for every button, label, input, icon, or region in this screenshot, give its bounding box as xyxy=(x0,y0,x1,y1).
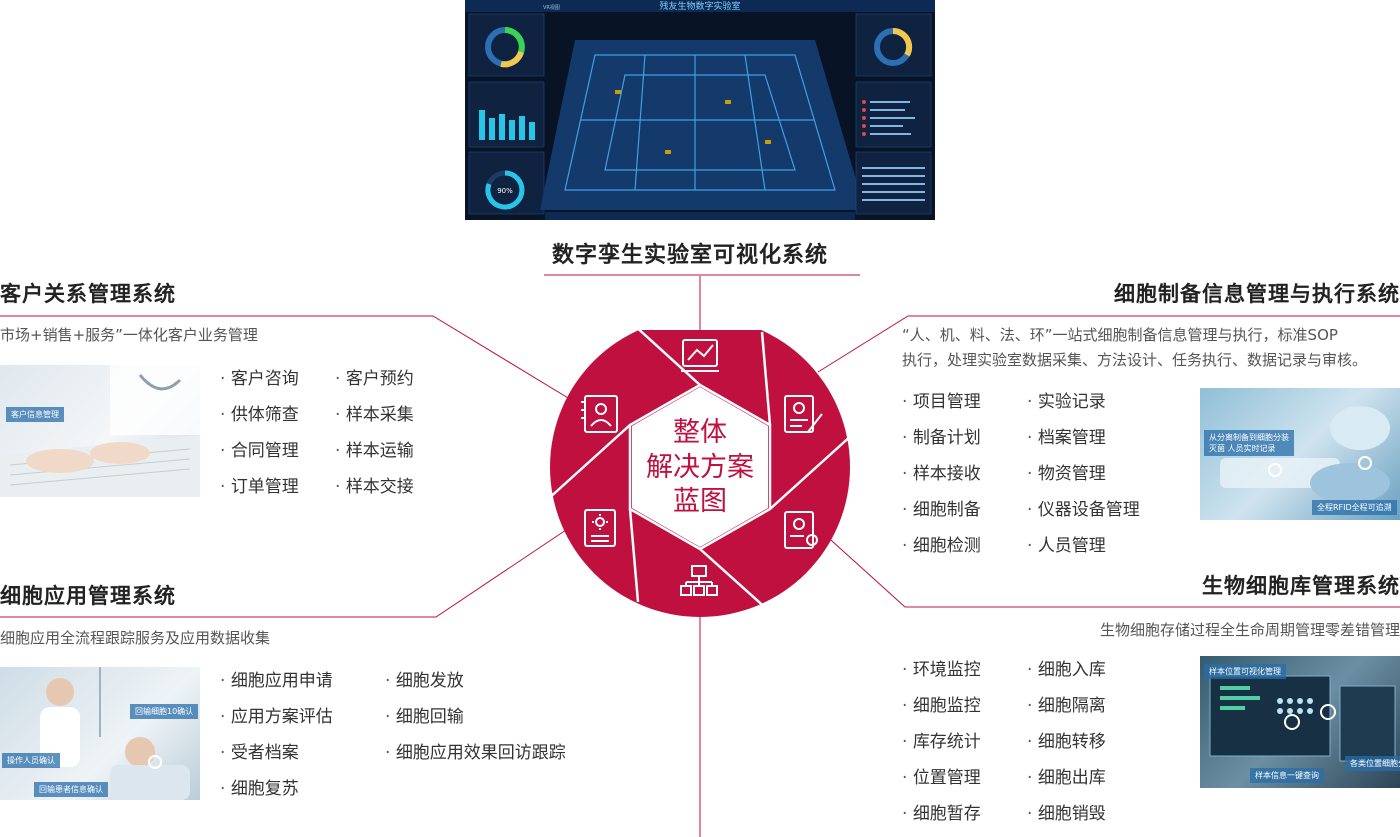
cell-prep-desc-line1: “人、机、料、法、环”一站式细胞制备信息管理与执行，标准SOP xyxy=(902,326,1338,344)
crm-item-7: 订单管理 xyxy=(220,472,299,497)
cell-prep-photo: 从分离制备到细胞分装灭菌 人员实时记录 全程RFID全程可追溯 xyxy=(1200,388,1400,520)
cell-app-photo-tag-1: 回输细胞10确认 xyxy=(130,704,199,719)
user-profile-icon xyxy=(581,395,618,433)
biobank-photo-tag-2: 样本信息一键查询 xyxy=(1250,768,1324,783)
crm-photo-tag: 客户信息管理 xyxy=(6,407,64,422)
crm-item-8: 样本交接 xyxy=(335,472,414,497)
dashboard-graphic: 残友生物数字实验室 VR视图 90% xyxy=(465,0,935,220)
crm-item-4: 样本采集 xyxy=(335,400,414,425)
cell-app-title: 细胞应用管理系统 xyxy=(0,584,176,608)
cell-app-item-2: 应用方案评估 xyxy=(220,702,333,727)
lab-glove-illustration xyxy=(1220,406,1390,503)
cell-prep-item-7: 细胞制备 xyxy=(902,495,981,520)
center-label-line3: 蓝图 xyxy=(673,486,727,517)
cell-prep-desc-line2: 执行，处理实验室数据采集、方法设计、任务执行、数据记录与审核。 xyxy=(902,351,1368,369)
cell-prep-title: 细胞制备信息管理与执行系统 xyxy=(1114,282,1400,306)
biobank-item-7: 位置管理 xyxy=(902,763,981,788)
crm-item-3: 供体筛查 xyxy=(220,400,299,425)
center-label-line1: 整体 xyxy=(673,417,727,448)
top-section-title: 数字孪生实验室可视化系统 xyxy=(552,243,829,268)
document-gear-icon xyxy=(784,511,818,549)
document-sun-icon xyxy=(584,509,616,547)
connector-crm xyxy=(0,315,579,405)
connector-biobank xyxy=(821,531,1400,608)
biobank-item-9: 细胞暂存 xyxy=(902,799,981,824)
crm-item-5: 合同管理 xyxy=(220,436,299,461)
cell-app-photo-tag-2: 操作人员确认 xyxy=(2,753,60,768)
biobank-item-3: 细胞监控 xyxy=(902,691,981,716)
cell-app-item-3: 受者档案 xyxy=(220,738,299,763)
cell-prep-item-3: 制备计划 xyxy=(902,423,981,448)
biobank-item-2: 细胞入库 xyxy=(1027,655,1106,680)
biobank-photo-tag-3: 各类位置细胞分布存 xyxy=(1345,756,1400,771)
org-chart-icon xyxy=(680,565,718,596)
screen-tab: VR视图 xyxy=(543,4,560,11)
blueprint-wheel: 整体 解决方案 蓝图 xyxy=(546,330,854,617)
biobank-item-4: 细胞隔离 xyxy=(1027,691,1106,716)
digital-twin-screenshot: 残友生物数字实验室 VR视图 90% xyxy=(465,0,935,220)
connector-cell-app xyxy=(0,529,567,618)
cell-prep-photo-tag-1: 从分离制备到细胞分装灭菌 人员实时记录 xyxy=(1204,430,1294,456)
cell-prep-item-10: 人员管理 xyxy=(1027,531,1106,556)
screen-title: 残友生物数字实验室 xyxy=(659,0,740,12)
biobank-photo-tag-1: 样本位置可视化管理 xyxy=(1204,664,1286,679)
cell-app-item-6: 细胞回输 xyxy=(385,702,464,727)
gauge-value: 90% xyxy=(497,187,513,195)
connector-cell-prep xyxy=(817,315,1400,373)
cell-app-item-5: 细胞发放 xyxy=(385,666,464,691)
biobank-desc: 生物细胞存储过程全生命周期管理零差错管理 xyxy=(1099,621,1400,639)
biobank-item-1: 环境监控 xyxy=(902,655,981,680)
biobank-item-6: 细胞转移 xyxy=(1027,727,1106,752)
crm-photo: 客户信息管理 xyxy=(0,365,200,497)
cell-prep-item-8: 仪器设备管理 xyxy=(1027,495,1140,520)
cell-app-item-4: 细胞复苏 xyxy=(220,774,299,799)
biobank-photo: 样本位置可视化管理 样本信息一键查询 各类位置细胞分布存 xyxy=(1200,656,1400,788)
wheel-segment-dividers xyxy=(546,330,854,611)
crm-title: 客户关系管理系统 xyxy=(0,282,176,306)
document-edit-icon xyxy=(784,395,823,433)
cell-prep-item-2: 实验记录 xyxy=(1027,387,1106,412)
cell-prep-photo-tag-2: 全程RFID全程可追溯 xyxy=(1312,500,1397,515)
monitor-dashboard-illustration xyxy=(1209,675,1396,762)
cell-app-photo-tag-3: 回输患者信息确认 xyxy=(34,782,108,797)
doctor-keyboard-illustration xyxy=(0,365,200,497)
crm-item-1: 客户咨询 xyxy=(220,364,299,389)
cell-app-item-7: 细胞应用效果回访跟踪 xyxy=(385,738,566,763)
biobank-item-8: 细胞出库 xyxy=(1027,763,1106,788)
cell-app-desc: 细胞应用全流程跟踪服务及应用数据收集 xyxy=(0,629,271,647)
biobank-item-10: 细胞销毁 xyxy=(1027,799,1106,824)
cell-prep-item-5: 样本接收 xyxy=(902,459,981,484)
crm-item-2: 客户预约 xyxy=(335,364,414,389)
nurse-patient-illustration xyxy=(40,667,190,800)
cell-prep-item-4: 档案管理 xyxy=(1027,423,1106,448)
wheel-center-hex xyxy=(632,387,768,547)
cell-prep-item-1: 项目管理 xyxy=(902,387,981,412)
biobank-item-5: 库存统计 xyxy=(902,727,981,752)
crm-desc: 市场+销售+服务”一体化客户业务管理 xyxy=(0,326,258,344)
crm-item-6: 样本运输 xyxy=(335,436,414,461)
chart-icon xyxy=(681,339,719,372)
biobank-title: 生物细胞库管理系统 xyxy=(1202,574,1400,598)
cell-app-photo: 回输细胞10确认 操作人员确认 回输患者信息确认 xyxy=(0,667,200,800)
cell-app-item-1: 细胞应用申请 xyxy=(220,666,333,691)
cell-prep-item-9: 细胞检测 xyxy=(902,531,981,556)
center-label-line2: 解决方案 xyxy=(646,452,754,483)
cell-prep-item-6: 物资管理 xyxy=(1027,459,1106,484)
